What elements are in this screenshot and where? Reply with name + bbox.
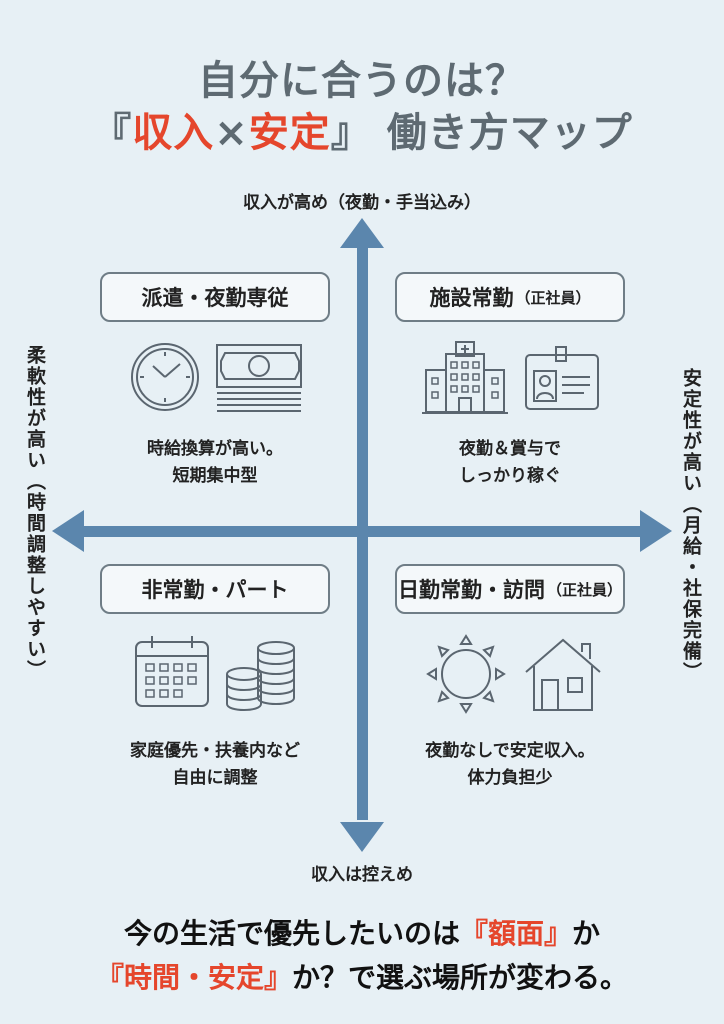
- quadrant-part-time-desc: 家庭優先・扶養内など自由に調整: [130, 741, 300, 788]
- axis-bottom-label: 収入は控えめ: [311, 865, 413, 885]
- title-line-2: 『収入×安定』 働き方マップ: [0, 100, 724, 158]
- bracket-close: 』: [330, 110, 372, 156]
- quadrant-part-time-label: 非常勤・パート: [100, 564, 330, 614]
- axis-right-label: 安定性が高い（月給・社保完備）: [680, 368, 702, 683]
- footer-line-2: 『時間・安定』か？で選ぶ場所が変わる。: [95, 961, 629, 994]
- clock-icon: [131, 343, 199, 411]
- calendar-icon: [135, 636, 209, 707]
- axis-top-label: 収入が高め（夜勤・手当込み）: [243, 193, 481, 213]
- title-income: 収入: [132, 110, 215, 156]
- cash-icon: [216, 344, 302, 412]
- quadrant-facility-desc: 夜勤＆賞与でしっかり稼ぐ: [459, 439, 561, 486]
- quadrant-dispatch-label: 派遣・夜勤専従: [100, 272, 330, 322]
- hospital-icon: [422, 341, 508, 414]
- horizontal-axis: [78, 526, 648, 537]
- quadrant-facility-label: 施設常勤（正社員）: [395, 272, 625, 322]
- arrow-left: [52, 510, 84, 552]
- arrow-right: [640, 510, 672, 552]
- sun-icon: [426, 634, 506, 714]
- axis-left-label: 柔軟性が高い（時間調整しやすい）: [24, 345, 46, 681]
- footer-line-1: 今の生活で優先したいのは『額面』か: [123, 917, 601, 950]
- quadrant-day-shift-desc: 夜勤なしで安定収入。体力負担少: [425, 741, 595, 788]
- bracket-open: 『: [91, 110, 133, 156]
- arrow-up: [340, 218, 384, 248]
- id-card-icon: [525, 346, 599, 410]
- title-rest: 働き方マップ: [371, 110, 633, 156]
- title-line-1: 自分に合うのは？: [198, 58, 526, 104]
- arrow-down: [340, 822, 384, 852]
- coins-icon: [226, 641, 295, 711]
- title-times: ×: [214, 110, 249, 156]
- quadrant-day-shift-label: 日勤常勤・訪問（正社員）: [395, 564, 625, 614]
- quadrant-dispatch-desc: 時給換算が高い。短期集中型: [147, 439, 283, 486]
- title-stability: 安定: [248, 110, 331, 156]
- house-icon: [525, 638, 601, 711]
